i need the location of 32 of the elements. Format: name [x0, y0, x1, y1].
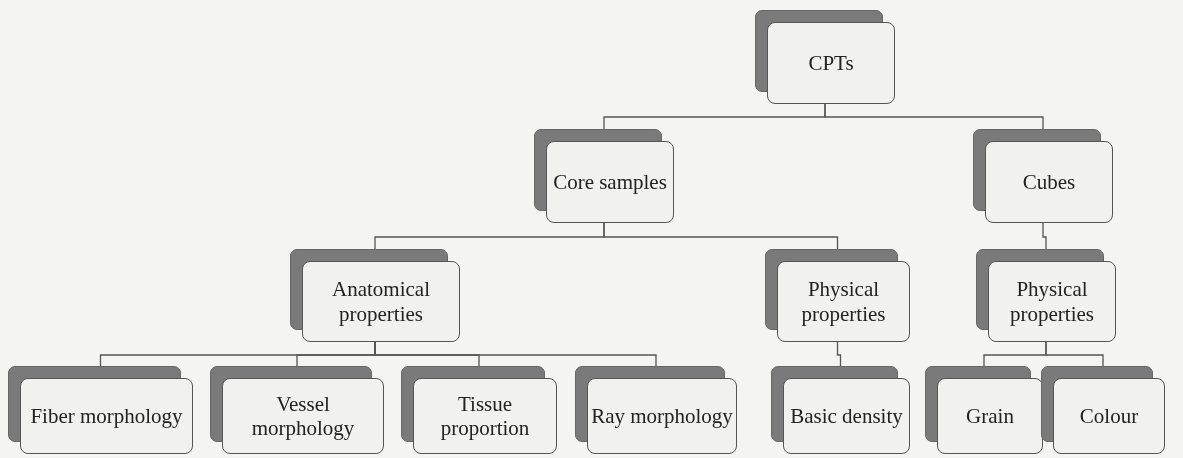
node-label: Fiber morphology	[30, 403, 183, 429]
connector-line	[1045, 341, 1104, 367]
node-label: Cubes	[1022, 169, 1076, 195]
node-label: Grain	[966, 403, 1014, 429]
node-label: Physical properties	[1009, 277, 1095, 326]
stacked-box	[8, 366, 193, 454]
stacked-box	[290, 249, 460, 342]
node-label: CPTs	[808, 50, 854, 76]
connector-line	[824, 103, 1044, 130]
node-label: Tissue proportion	[439, 391, 531, 441]
node-label: Ray morphology	[591, 403, 733, 429]
stacked-box	[401, 366, 557, 454]
stacked-box	[210, 366, 384, 454]
node-label: Core samples	[553, 169, 667, 195]
stacked-box	[976, 249, 1116, 342]
stacked-box	[925, 366, 1043, 454]
stacked-box	[765, 249, 910, 342]
stacked-box	[1041, 366, 1165, 454]
connector-line	[374, 341, 657, 367]
connector-line	[836, 341, 842, 367]
node-label: Physical properties	[800, 277, 887, 326]
stacked-box	[771, 366, 910, 454]
node-label: Vessel morphology	[250, 391, 356, 441]
stacked-box	[755, 10, 895, 104]
node-label: Colour	[1079, 403, 1139, 429]
connector-line	[603, 222, 839, 250]
connector-line	[1042, 222, 1047, 250]
node-label: Anatomical properties	[331, 277, 431, 326]
stacked-box	[973, 129, 1113, 223]
stacked-box	[534, 129, 674, 223]
stacked-box	[575, 366, 737, 454]
node-label: Basic density	[790, 403, 903, 429]
